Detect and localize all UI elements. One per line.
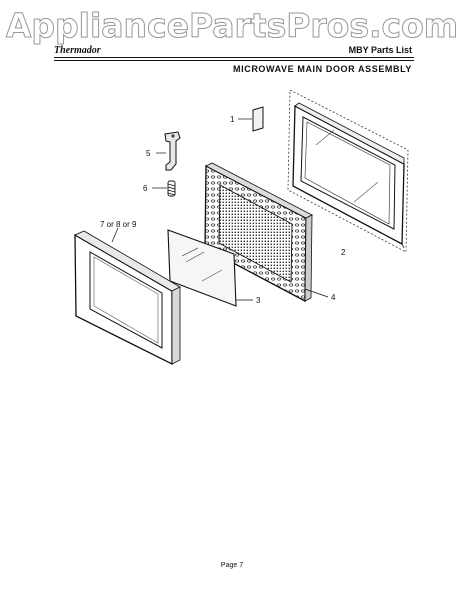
callout-7-8-9: 7 or 8 or 9 xyxy=(100,220,137,229)
part-1-label-plate xyxy=(238,106,264,132)
part-6-spring xyxy=(152,180,176,197)
section-title: MICROWAVE MAIN DOOR ASSEMBLY xyxy=(233,64,412,74)
callout-1: 1 xyxy=(230,115,235,124)
callout-6: 6 xyxy=(143,184,148,193)
parts-list-title: MBY Parts List xyxy=(348,45,412,55)
header-rule-thin xyxy=(54,60,414,61)
page-number: Page 7 xyxy=(220,562,244,569)
brand-logo: Thermador xyxy=(54,45,101,56)
callout-3: 3 xyxy=(256,296,261,305)
part-5-latch-hook xyxy=(156,131,181,171)
callout-5: 5 xyxy=(146,149,151,158)
callout-2: 2 xyxy=(341,248,346,257)
part-2-outer-door xyxy=(287,89,409,253)
header-rule xyxy=(54,57,414,59)
part-3-glass-pane xyxy=(167,229,253,307)
callout-4: 4 xyxy=(331,293,336,302)
part-7-8-9-door-frame xyxy=(74,227,181,366)
part-4-mesh-door-panel xyxy=(204,162,329,303)
watermark: AppliancePartsPros.com xyxy=(5,6,459,46)
